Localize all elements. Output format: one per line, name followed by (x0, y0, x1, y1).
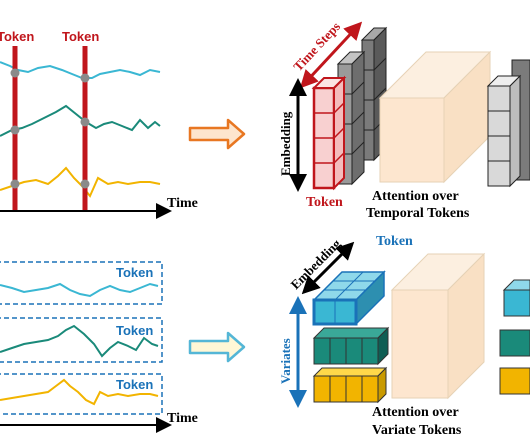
variate-line-yellow (0, 378, 159, 406)
token-point (80, 117, 90, 127)
top-left-panel: Token Token Time (0, 29, 198, 219)
time-steps-arrow (299, 21, 363, 89)
yellow-token-row (312, 366, 388, 404)
variate-line-teal (0, 324, 159, 358)
token-label-b: Token (62, 29, 99, 44)
token-label-a: Token (0, 29, 34, 44)
time-steps-label: Time Steps (290, 19, 343, 74)
token-point (10, 179, 20, 189)
red-token-column (311, 75, 347, 191)
variates-label: Variates (278, 338, 293, 384)
variate-blocks-right (499, 279, 530, 395)
variate-line-cyan (0, 282, 159, 298)
cyan-token-row (312, 270, 386, 326)
token-label-top-right: Token (306, 195, 343, 210)
time-axis-label: Time (167, 196, 198, 211)
gray-token-stack-right (486, 59, 530, 188)
series-line-cyan (0, 61, 161, 79)
token-point (80, 179, 90, 189)
token-point (80, 73, 90, 83)
variate-token-label-3: Token (116, 377, 153, 392)
embedding-label-top: Embedding (278, 111, 293, 176)
variate-token-label-2: Token (116, 323, 153, 338)
token-point (10, 68, 20, 78)
variate-box-1 (0, 261, 163, 305)
flow-arrow-bottom (188, 331, 246, 363)
series-line-teal (0, 104, 161, 137)
attention-box-variate (390, 252, 486, 400)
embedding-arrow-bottom (301, 241, 355, 295)
teal-token-row (312, 326, 390, 366)
variate-token-label-1: Token (116, 265, 153, 280)
variate-box-2 (0, 317, 163, 363)
time-axis-label-bottom: Time (167, 411, 198, 426)
top-right-panel: Time Steps Embedding Token Attention ove… (278, 19, 530, 221)
attention-temporal-line1: Attention over (372, 189, 459, 204)
token-point (10, 125, 20, 135)
bottom-left-panel: Token Token Token Time (0, 261, 198, 433)
attention-variate-line1: Attention over (372, 405, 459, 420)
variate-box-3 (0, 373, 163, 415)
bottom-right-panel: Embedding Token Variates Attention over … (278, 234, 530, 438)
attention-box-temporal (378, 50, 492, 184)
attention-variate-line2: Variate Tokens (372, 423, 462, 438)
attention-temporal-line2: Temporal Tokens (366, 206, 470, 221)
series-line-yellow (0, 166, 161, 198)
flow-arrow-top (188, 118, 246, 150)
token-label-bottom-right: Token (376, 234, 413, 249)
